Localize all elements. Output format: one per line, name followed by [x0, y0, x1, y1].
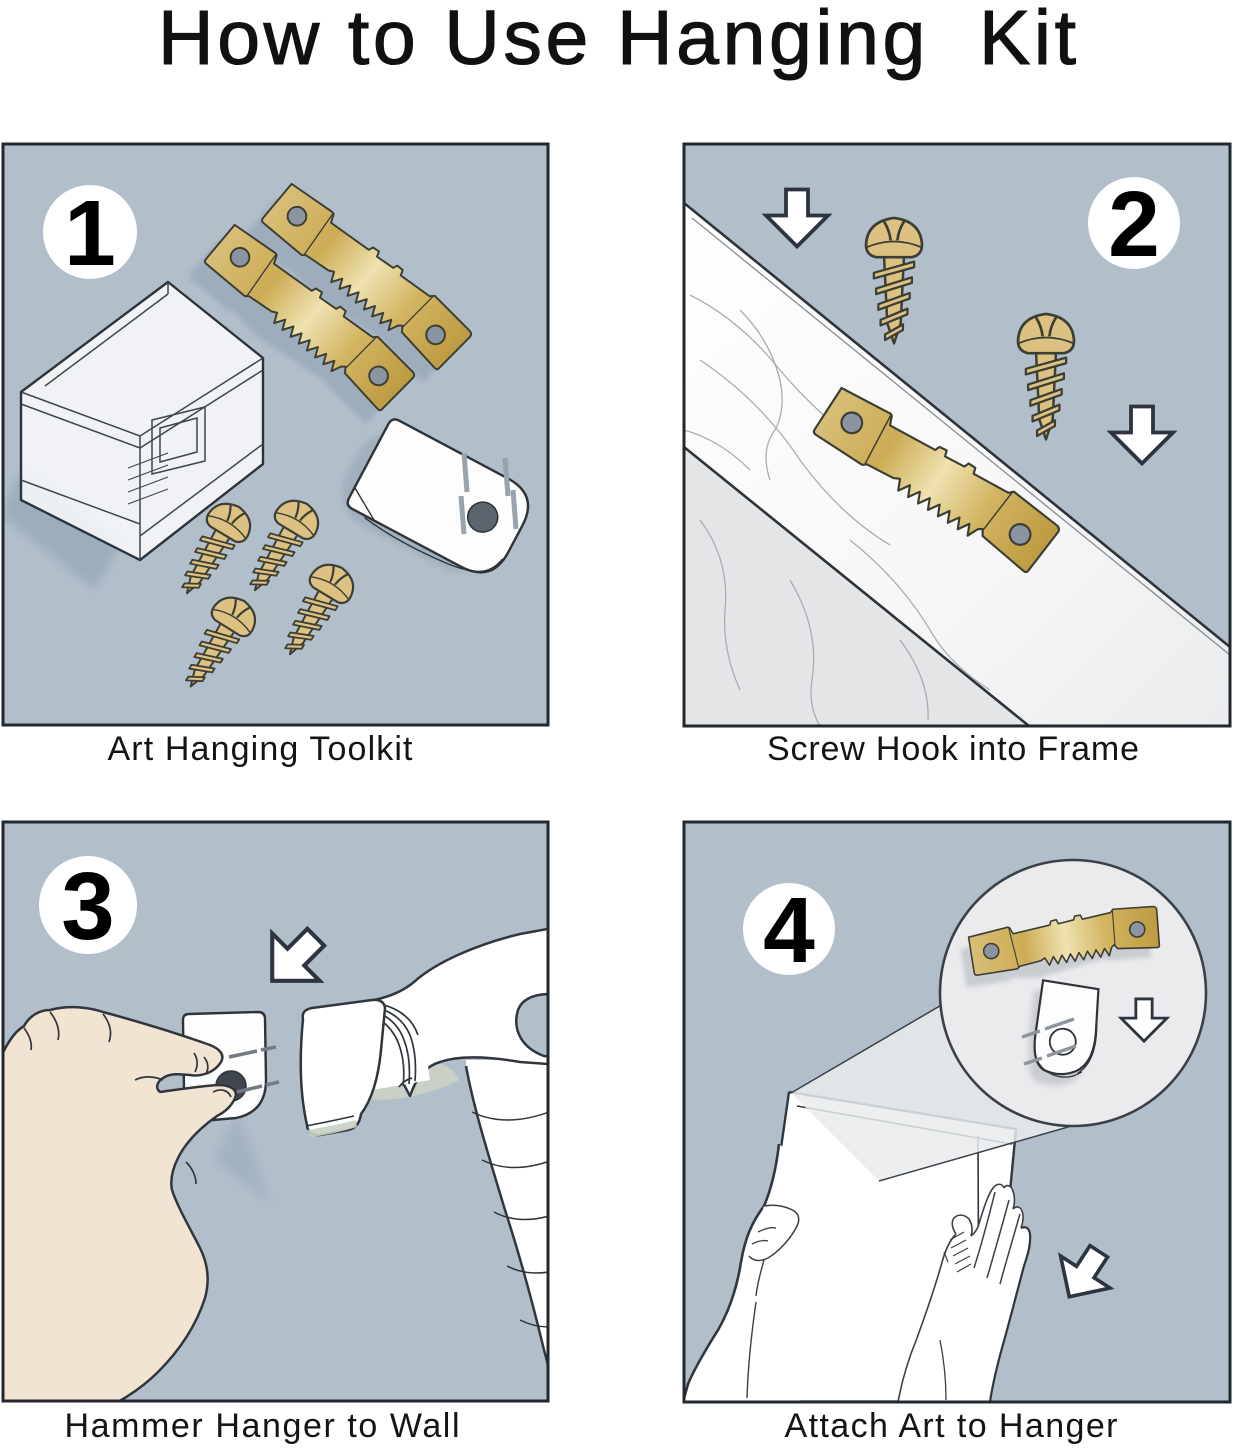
svg-text:Screw Hook into Frame: Screw Hook into Frame — [767, 730, 1139, 768]
svg-text:3: 3 — [61, 853, 114, 960]
svg-text:Art Hanging Toolkit: Art Hanging Toolkit — [108, 730, 414, 768]
svg-text:2: 2 — [1108, 172, 1160, 276]
svg-text:4: 4 — [763, 878, 815, 982]
svg-text:Hammer Hanger to Wall: Hammer Hanger to Wall — [65, 1407, 460, 1445]
svg-text:1: 1 — [64, 181, 116, 285]
svg-text:Attach Art to Hanger: Attach Art to Hanger — [785, 1407, 1118, 1445]
svg-text:How to Use Hanging Kit: How to Use Hanging Kit — [158, 0, 1076, 81]
